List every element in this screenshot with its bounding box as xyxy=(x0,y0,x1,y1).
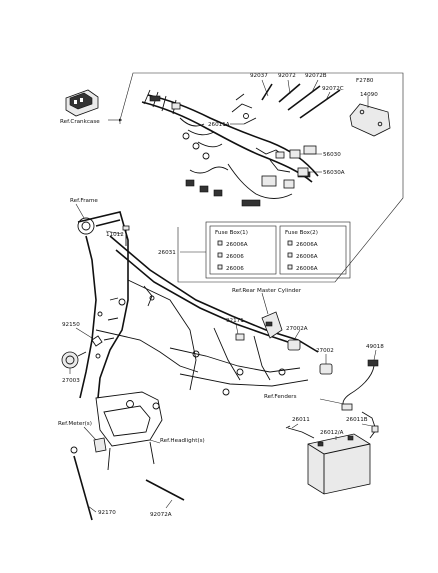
ref-meters: Ref.Meter(s) xyxy=(58,421,92,427)
harness-assembly-outline xyxy=(119,72,404,283)
label-26031: 26031 xyxy=(158,250,176,256)
meter-bracket-bolt xyxy=(70,446,78,454)
label-27003: 27003 xyxy=(62,378,80,384)
lead-49018 xyxy=(341,359,379,411)
rear-master-cylinder-switch xyxy=(261,311,283,339)
label-27002: 27002 xyxy=(316,348,334,354)
label-92072a: 92072A xyxy=(150,512,172,518)
frame xyxy=(77,211,319,399)
label-27002a: 27002A xyxy=(286,326,308,332)
battery-cables xyxy=(285,411,379,439)
crankcase-reference-icon xyxy=(65,89,99,117)
relay-56030a xyxy=(297,167,309,177)
relay-27002a xyxy=(287,339,301,351)
label-92037: 92037 xyxy=(250,73,268,79)
label-f2780: F2780 xyxy=(356,78,374,84)
ref-fenders: Ref.Fenders xyxy=(264,394,297,400)
fuse-box-1-item: 26006 xyxy=(226,254,244,260)
label-26012a: 26012/A xyxy=(320,430,344,436)
label-49018: 49018 xyxy=(366,344,384,350)
label-92170: 92170 xyxy=(98,510,116,516)
fuse-box-group xyxy=(180,221,351,279)
horn-27003 xyxy=(61,351,87,369)
part-labels: 92037 92072 92072B 92072C F2780 14090 26… xyxy=(62,73,384,518)
bolt-11012 xyxy=(122,225,130,246)
relay-56030 xyxy=(289,149,301,159)
label-26011b: 26011B xyxy=(346,417,368,423)
relay-27002 xyxy=(319,363,333,375)
ref-frame: Ref.Frame xyxy=(70,198,98,204)
label-92072c: 92072C xyxy=(322,86,344,92)
label-56030a: 56030A xyxy=(323,170,345,176)
cover-14090 xyxy=(349,103,391,137)
label-92072: 92072 xyxy=(278,73,296,79)
fuse-box-1-title: Fuse Box(1) xyxy=(215,230,248,236)
label-92072b: 92072B xyxy=(305,73,327,79)
strap-92072a xyxy=(145,479,185,501)
fuse-box-2-title: Fuse Box(2) xyxy=(285,230,318,236)
label-92150: 92150 xyxy=(62,322,80,328)
switch-92171 xyxy=(235,333,245,341)
leader-lines xyxy=(69,79,377,513)
rubber-grommet xyxy=(93,437,107,453)
reference-labels: Ref.Crankcase Ref.Frame Ref.Rear Master … xyxy=(58,119,302,444)
fuse-box-1-item: 26006A xyxy=(226,242,248,248)
label-26011a: 26011A xyxy=(208,122,230,128)
ref-crankcase: Ref.Crankcase xyxy=(60,119,100,125)
label-26011: 26011 xyxy=(292,417,310,423)
main-wiring-harness xyxy=(141,89,319,207)
label-14090: 14090 xyxy=(360,92,378,98)
battery xyxy=(307,433,371,495)
cable-ties xyxy=(261,83,341,119)
fuse-box-2-item: 26006A xyxy=(296,254,318,260)
label-92171: 92171 xyxy=(226,318,244,324)
ref-headlights: Ref.Headlight(s) xyxy=(160,438,205,444)
label-11012: 11012 xyxy=(106,232,124,238)
clamp-92150 xyxy=(91,335,103,347)
fuse-box-1: Fuse Box(1) 26006A 26006 26006 xyxy=(215,230,248,272)
lower-bracket xyxy=(95,391,163,471)
fuse-box-2-item: 26006A xyxy=(296,266,318,272)
fuse-box-1-item: 26006 xyxy=(226,266,244,272)
fuse-box-2-item: 26006A xyxy=(296,242,318,248)
strap-92170 xyxy=(73,455,93,521)
ref-rear-master-cylinder: Ref.Rear Master Cylinder xyxy=(232,288,302,294)
label-56030: 56030 xyxy=(323,152,341,158)
fuse-box-2: Fuse Box(2) 26006A 26006A 26006A xyxy=(285,230,318,272)
